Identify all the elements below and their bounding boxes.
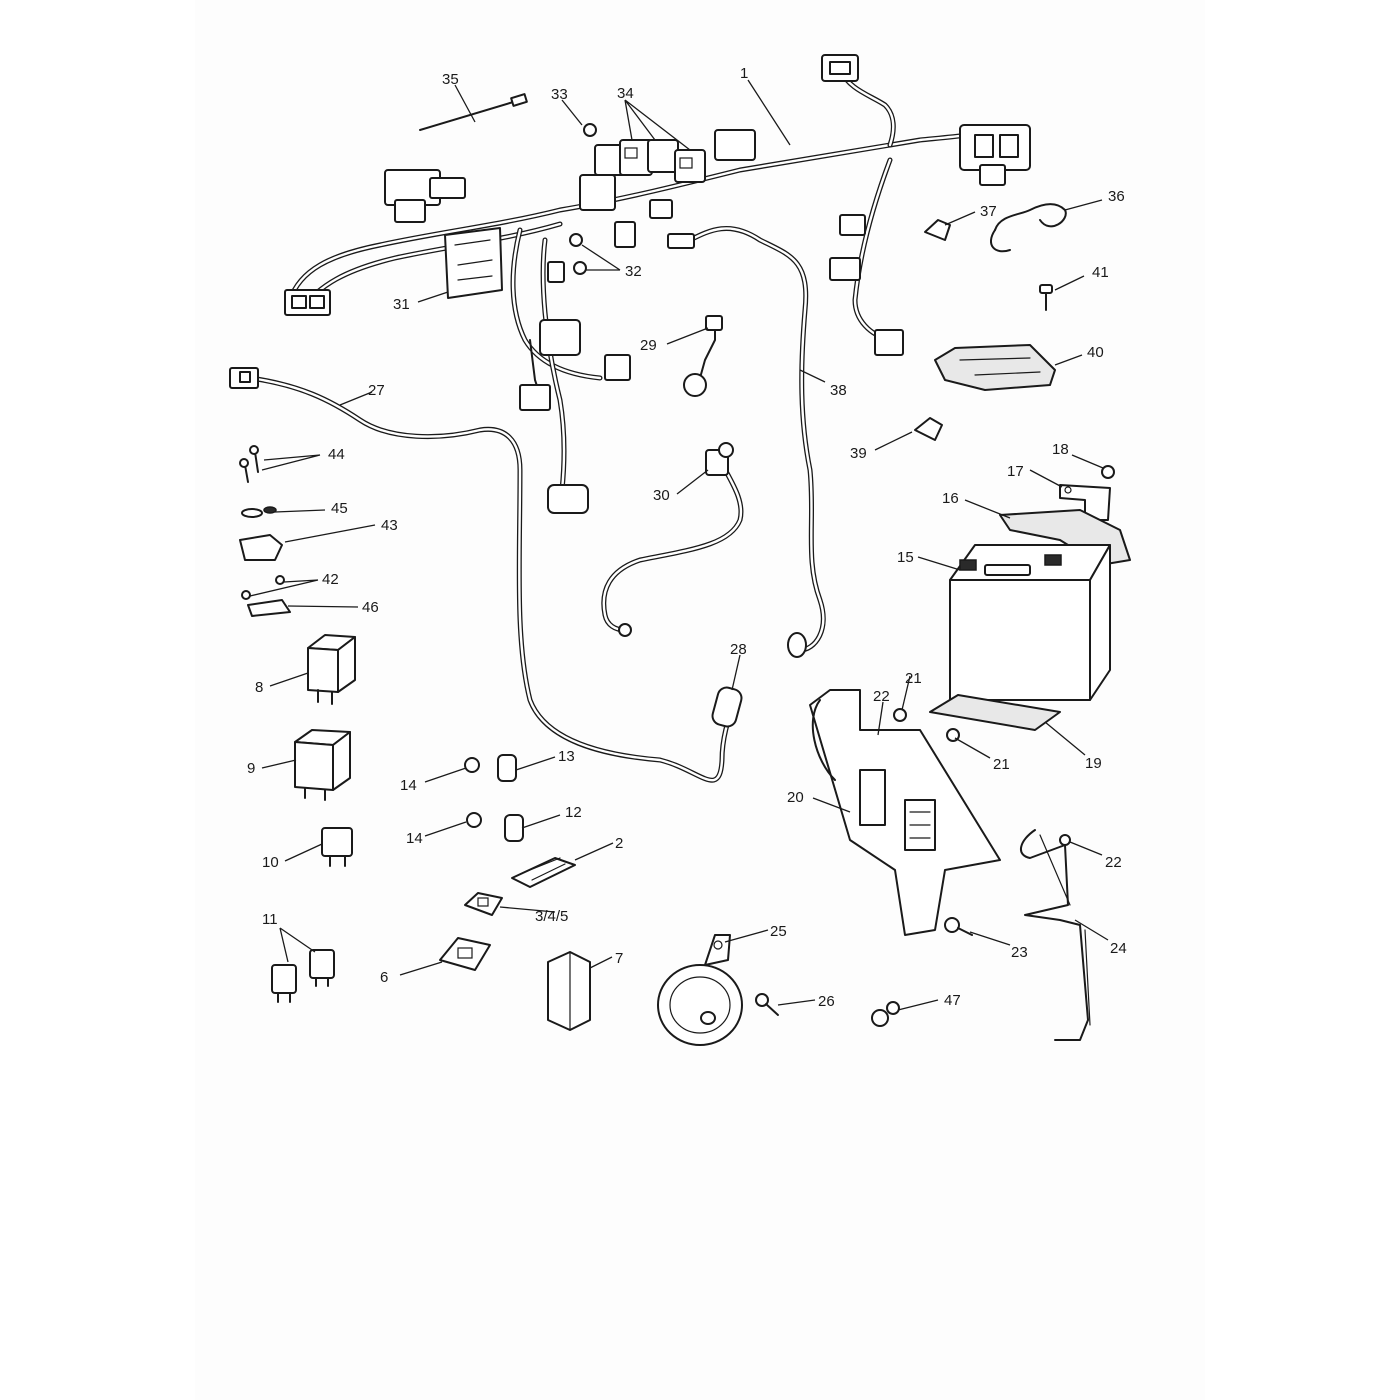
- callout-22-upper: 22: [873, 688, 890, 705]
- callout-42: 42: [322, 571, 339, 588]
- callout-16: 16: [942, 490, 959, 507]
- bolt-26: [755, 993, 779, 1016]
- callout-labels: 1 2 3/4/5 6 7 8 9 10 11 12 13 14 14 15 1…: [247, 65, 1127, 1010]
- leader-lines: [249, 79, 1109, 1011]
- callout-13: 13: [558, 748, 575, 765]
- callout-14-upper: 14: [400, 777, 417, 794]
- callout-47: 47: [944, 992, 961, 1009]
- callout-20: 20: [787, 789, 804, 806]
- callout-29: 29: [640, 337, 657, 354]
- callout-25: 25: [770, 923, 787, 940]
- callout-28: 28: [730, 641, 747, 658]
- small-hardware-left: [239, 445, 291, 617]
- clips-12-13: [464, 754, 524, 842]
- callout-1: 1: [740, 65, 748, 82]
- callout-30: 30: [653, 487, 670, 504]
- callout-21-lower: 21: [993, 756, 1010, 773]
- callout-22-right: 22: [1105, 854, 1122, 871]
- callout-23: 23: [1011, 944, 1028, 961]
- callout-9: 9: [247, 760, 255, 777]
- callout-36: 36: [1108, 188, 1125, 205]
- callout-39: 39: [850, 445, 867, 462]
- callout-3-4-5: 3/4/5: [535, 908, 568, 925]
- relay-8: [307, 634, 356, 705]
- callout-8: 8: [255, 679, 263, 696]
- rod-24: [1020, 829, 1089, 1041]
- cable-tie: [419, 99, 521, 131]
- battery-lead-27: [229, 367, 743, 783]
- callout-33: 33: [551, 86, 568, 103]
- callout-41: 41: [1092, 264, 1109, 281]
- callout-2: 2: [615, 835, 623, 852]
- bolt-23: [944, 917, 973, 936]
- callout-26: 26: [818, 993, 835, 1010]
- callout-43: 43: [381, 517, 398, 534]
- callout-46: 46: [362, 599, 379, 616]
- sub-harness: [667, 225, 826, 658]
- clip-37: [924, 219, 951, 241]
- relay-10: [321, 827, 353, 867]
- cover-40: [934, 344, 1056, 391]
- pad-19: [929, 694, 1061, 731]
- small-fasteners: [569, 123, 597, 275]
- callout-18: 18: [1052, 441, 1069, 458]
- callout-44: 44: [328, 446, 345, 463]
- main-wiring-harness: [284, 54, 1031, 514]
- relay-11: [271, 949, 335, 1003]
- blade-fuses: [464, 892, 503, 916]
- callout-10: 10: [262, 854, 279, 871]
- lead-36: [994, 203, 1067, 231]
- callout-6: 6: [380, 969, 388, 986]
- battery-tray-20: [809, 689, 1001, 936]
- relay-9: [294, 729, 351, 801]
- maxi-fuse-6: [439, 937, 491, 971]
- callout-21-upper: 21: [905, 670, 922, 687]
- bolt-41: [1039, 284, 1053, 311]
- callout-14-lower: 14: [406, 830, 423, 847]
- fastener-47: [871, 1001, 900, 1027]
- callout-17: 17: [1007, 463, 1024, 480]
- callout-27: 27: [368, 382, 385, 399]
- callout-12: 12: [565, 804, 582, 821]
- callout-34: 34: [617, 85, 634, 102]
- earth-lead-30: [601, 442, 744, 637]
- clip-39: [914, 417, 943, 441]
- horn-25: [657, 934, 743, 1046]
- fuse-holder-2: [511, 857, 576, 888]
- callout-32: 32: [625, 263, 642, 280]
- callout-35: 35: [442, 71, 459, 88]
- callout-24: 24: [1110, 940, 1127, 957]
- module-7: [547, 951, 591, 1031]
- harness-relays: [594, 139, 706, 183]
- callout-40: 40: [1087, 344, 1104, 361]
- callout-11: 11: [262, 911, 278, 928]
- callout-31: 31: [393, 296, 410, 313]
- callout-7: 7: [615, 950, 623, 967]
- callout-38: 38: [830, 382, 847, 399]
- junction-box: [444, 227, 503, 299]
- callout-45: 45: [331, 500, 348, 517]
- callout-19: 19: [1085, 755, 1102, 772]
- battery-15: [949, 544, 1111, 701]
- callout-15: 15: [897, 549, 914, 566]
- callout-37: 37: [980, 203, 997, 220]
- sensor-29: [683, 315, 723, 397]
